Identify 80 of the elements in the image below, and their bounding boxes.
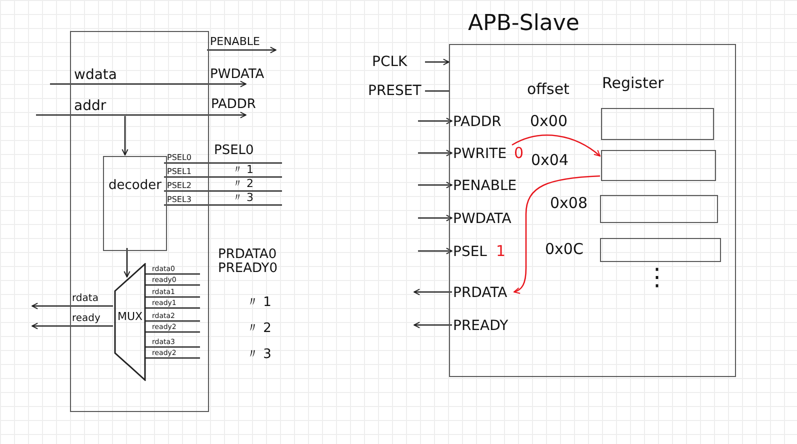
edge-label: PWDATA [210, 68, 264, 81]
signal-line [425, 90, 449, 92]
register-box [600, 195, 718, 223]
signal-line [164, 190, 282, 192]
arrow [207, 112, 246, 118]
decoder-box [103, 156, 167, 251]
module-box [70, 31, 209, 412]
title-text: APB-Slave [468, 13, 580, 35]
block-name: decoder [108, 179, 162, 192]
arrow [207, 46, 276, 54]
arrow [512, 134, 600, 156]
signal-note: 〃 1 [246, 296, 272, 309]
signal-note: 〃 2 [232, 178, 254, 189]
mux-symbol [114, 263, 146, 381]
signal-line [145, 320, 200, 322]
edge-label: PADDR [211, 98, 256, 111]
port-label: PRDATA [453, 283, 508, 303]
port-label: PWDATA [453, 209, 512, 229]
port-label: PSEL [453, 242, 487, 262]
arrow [418, 214, 452, 222]
signal-note: PSEL0 [214, 144, 254, 157]
edge-label: PCLK [372, 55, 408, 69]
signal-note: PREADY0 [218, 262, 278, 275]
value-text: 0 [514, 146, 524, 161]
signal-line [145, 357, 200, 359]
signal-line [50, 83, 207, 85]
signal-line [164, 162, 282, 164]
signal-note: PRDATA0 [218, 248, 277, 261]
port-label: PWRITE [453, 144, 507, 164]
block-name: MUX [116, 311, 144, 322]
edge-label: ready [72, 314, 100, 324]
signal-line [164, 176, 282, 178]
arrow [124, 248, 130, 278]
edge-label: PENABLE [210, 36, 260, 47]
signal-line [145, 346, 200, 348]
register-box [601, 150, 716, 181]
arrow [414, 288, 452, 296]
arrow [418, 150, 452, 156]
signal-line [145, 284, 200, 286]
offset-text: 0x00 [530, 114, 568, 129]
arrow [418, 182, 452, 188]
signal-line [145, 307, 200, 309]
port-label: PADDR [453, 112, 502, 132]
offset-text: 0x0C [545, 242, 584, 257]
arrow [122, 116, 128, 156]
column-header: offset [527, 82, 570, 97]
arrow [414, 322, 452, 328]
register-box [600, 238, 721, 262]
edge-label: PSEL1 [167, 168, 192, 176]
port-label: PENABLE [453, 176, 517, 196]
signal-line [36, 114, 207, 116]
register-box [601, 108, 714, 140]
ellipsis-mark: ⋮ [645, 265, 669, 289]
signal-note: 〃 3 [246, 348, 272, 361]
offset-text: 0x04 [531, 153, 569, 168]
edge-label: PRESET [368, 84, 422, 98]
arrow [418, 118, 452, 124]
edge-label: PSEL3 [167, 196, 192, 204]
edge-label: PSEL0 [167, 154, 192, 162]
arrow [32, 302, 113, 310]
edge-label: rdata [72, 294, 98, 304]
edge-label: PSEL2 [167, 182, 192, 190]
signal-line [145, 273, 200, 275]
signal-note: 〃 3 [232, 192, 254, 203]
arrow [32, 322, 113, 330]
value-text: 1 [496, 244, 506, 259]
signal-note: 〃 1 [232, 164, 254, 175]
arrow [207, 80, 246, 88]
port-label: PREADY [453, 316, 508, 336]
column-header: Register [602, 76, 664, 91]
edge-label: addr [74, 99, 106, 113]
signal-note: 〃 2 [246, 322, 272, 335]
arrow [418, 248, 452, 254]
signal-line [145, 296, 200, 298]
arrow [425, 58, 450, 66]
offset-text: 0x08 [550, 196, 588, 211]
signal-line [164, 204, 282, 206]
edge-label: wdata [74, 68, 117, 82]
arrow [514, 175, 600, 294]
signal-line [145, 331, 200, 333]
